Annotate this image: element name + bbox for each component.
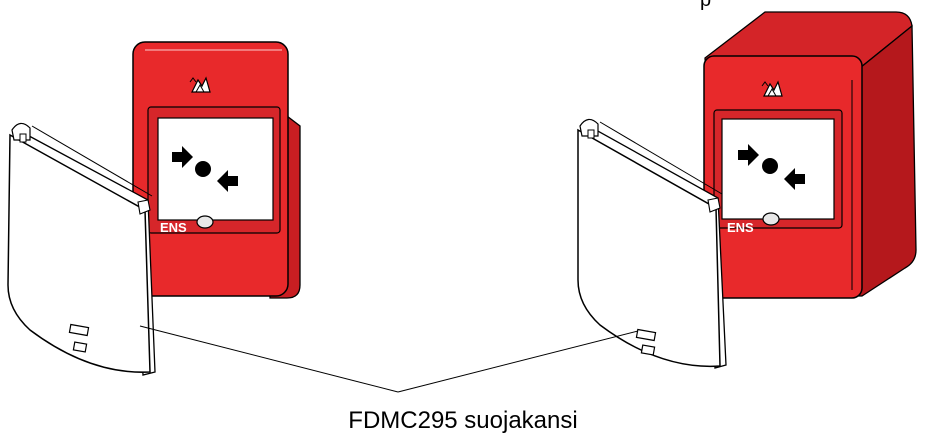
leader-lines: [139, 325, 639, 393]
cover-caption: FDMC295 suojakansi: [348, 407, 578, 434]
left-cover-clip: [72, 341, 88, 353]
left-cover-slot: [68, 323, 90, 337]
right-call-point: ENS: [703, 11, 917, 299]
led-indicator-icon-right: [762, 212, 780, 226]
left-protective-cover: [7, 122, 156, 376]
arrow-right-icon: [172, 146, 193, 168]
left-glass-panel: [157, 117, 274, 221]
left-cover-front: [7, 133, 151, 373]
right-housing-side: [849, 24, 917, 297]
left-call-point: ENS: [132, 41, 301, 299]
press-dot-icon: [195, 161, 211, 177]
top-cut-text: p: [700, 0, 711, 11]
right-glass-panel: [721, 118, 835, 220]
right-cover-slot: [635, 328, 657, 342]
arrow-left-icon: [217, 170, 238, 192]
press-dot-icon-right: [762, 158, 778, 174]
leader-line-left: [139, 325, 399, 393]
fire-hand-icon-right: [761, 80, 783, 97]
fire-hand-icon: [189, 76, 211, 93]
right-protective-cover: [577, 118, 727, 369]
arrow-right-icon-right: [738, 144, 759, 166]
left-brand-text: ENS: [160, 220, 187, 235]
right-cover-clip: [640, 344, 656, 356]
right-cover-front: [577, 128, 721, 368]
led-indicator-icon: [196, 215, 214, 229]
leader-line-right: [397, 330, 639, 393]
arrow-left-icon-right: [784, 168, 805, 190]
right-brand-text: ENS: [727, 220, 754, 235]
